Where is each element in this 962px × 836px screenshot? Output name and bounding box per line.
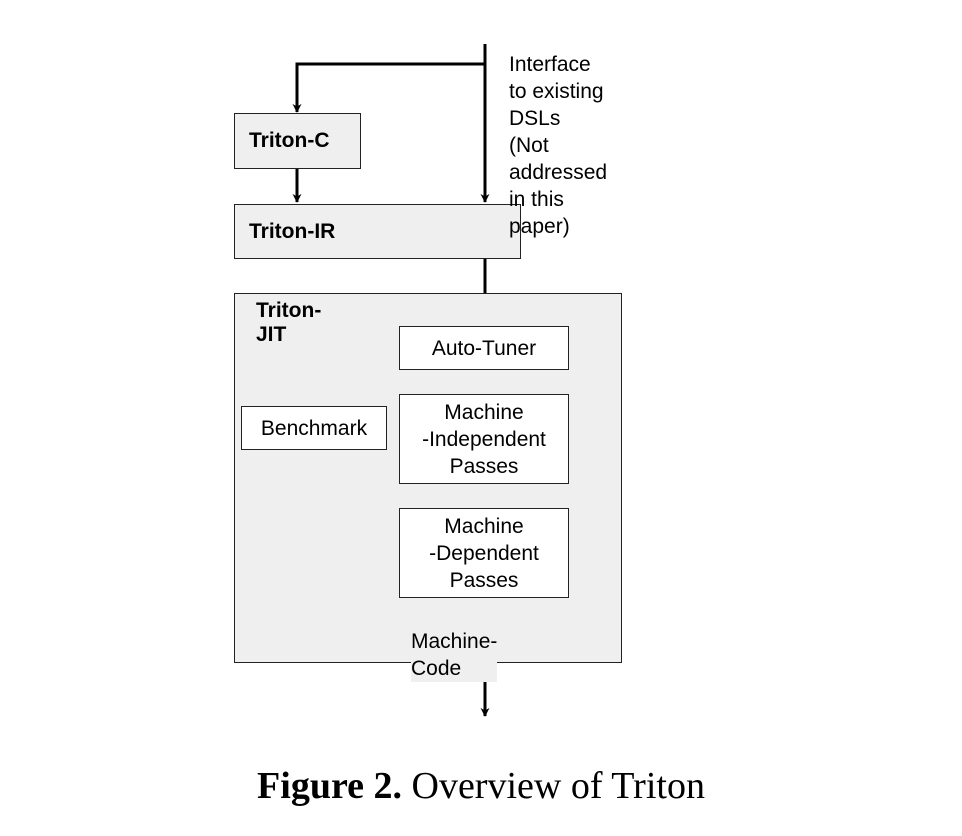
edge-input-to-triton-c: [292, 62, 485, 113]
triton-c-label: Triton-C: [249, 129, 330, 152]
triton-ir-node: Triton-IR: [234, 204, 521, 259]
machine-code-label: Machine-Code: [411, 628, 498, 682]
auto-tuner-label: Auto-Tuner: [431, 336, 537, 360]
mi-line-3: Passes: [449, 454, 519, 478]
mi-line-2: -Independent: [422, 427, 546, 451]
figure-caption: Figure 2. Overview of Triton: [0, 764, 962, 808]
triton-jit-title: Triton-JIT: [256, 299, 322, 346]
auto-tuner-node: Auto-Tuner: [399, 326, 569, 370]
benchmark-node: Benchmark: [241, 406, 387, 450]
benchmark-label: Benchmark: [260, 416, 368, 440]
annotation-line-2: DSLs: [509, 107, 561, 130]
md-line-2: -Dependent: [429, 541, 539, 565]
mi-line-1: Machine: [444, 400, 524, 424]
machine-independent-passes-node: Machine -Independent Passes: [399, 394, 569, 484]
annotation-line-3: (Not addressed: [509, 134, 608, 184]
annotation-line-1: Interface to existing: [509, 53, 604, 103]
figure-number: Figure 2.: [257, 765, 402, 807]
annotation-line-4: in this paper): [509, 188, 570, 238]
triton-c-node: Triton-C: [234, 113, 361, 169]
triton-ir-label: Triton-IR: [249, 219, 336, 243]
md-line-1: Machine: [444, 514, 524, 538]
md-line-3: Passes: [449, 568, 519, 592]
figure-caption-text: Overview of Triton: [411, 765, 705, 807]
dsl-interface-annotation: Interface to existing DSLs (Not addresse…: [509, 51, 607, 240]
machine-dependent-passes-node: Machine -Dependent Passes: [399, 508, 569, 598]
